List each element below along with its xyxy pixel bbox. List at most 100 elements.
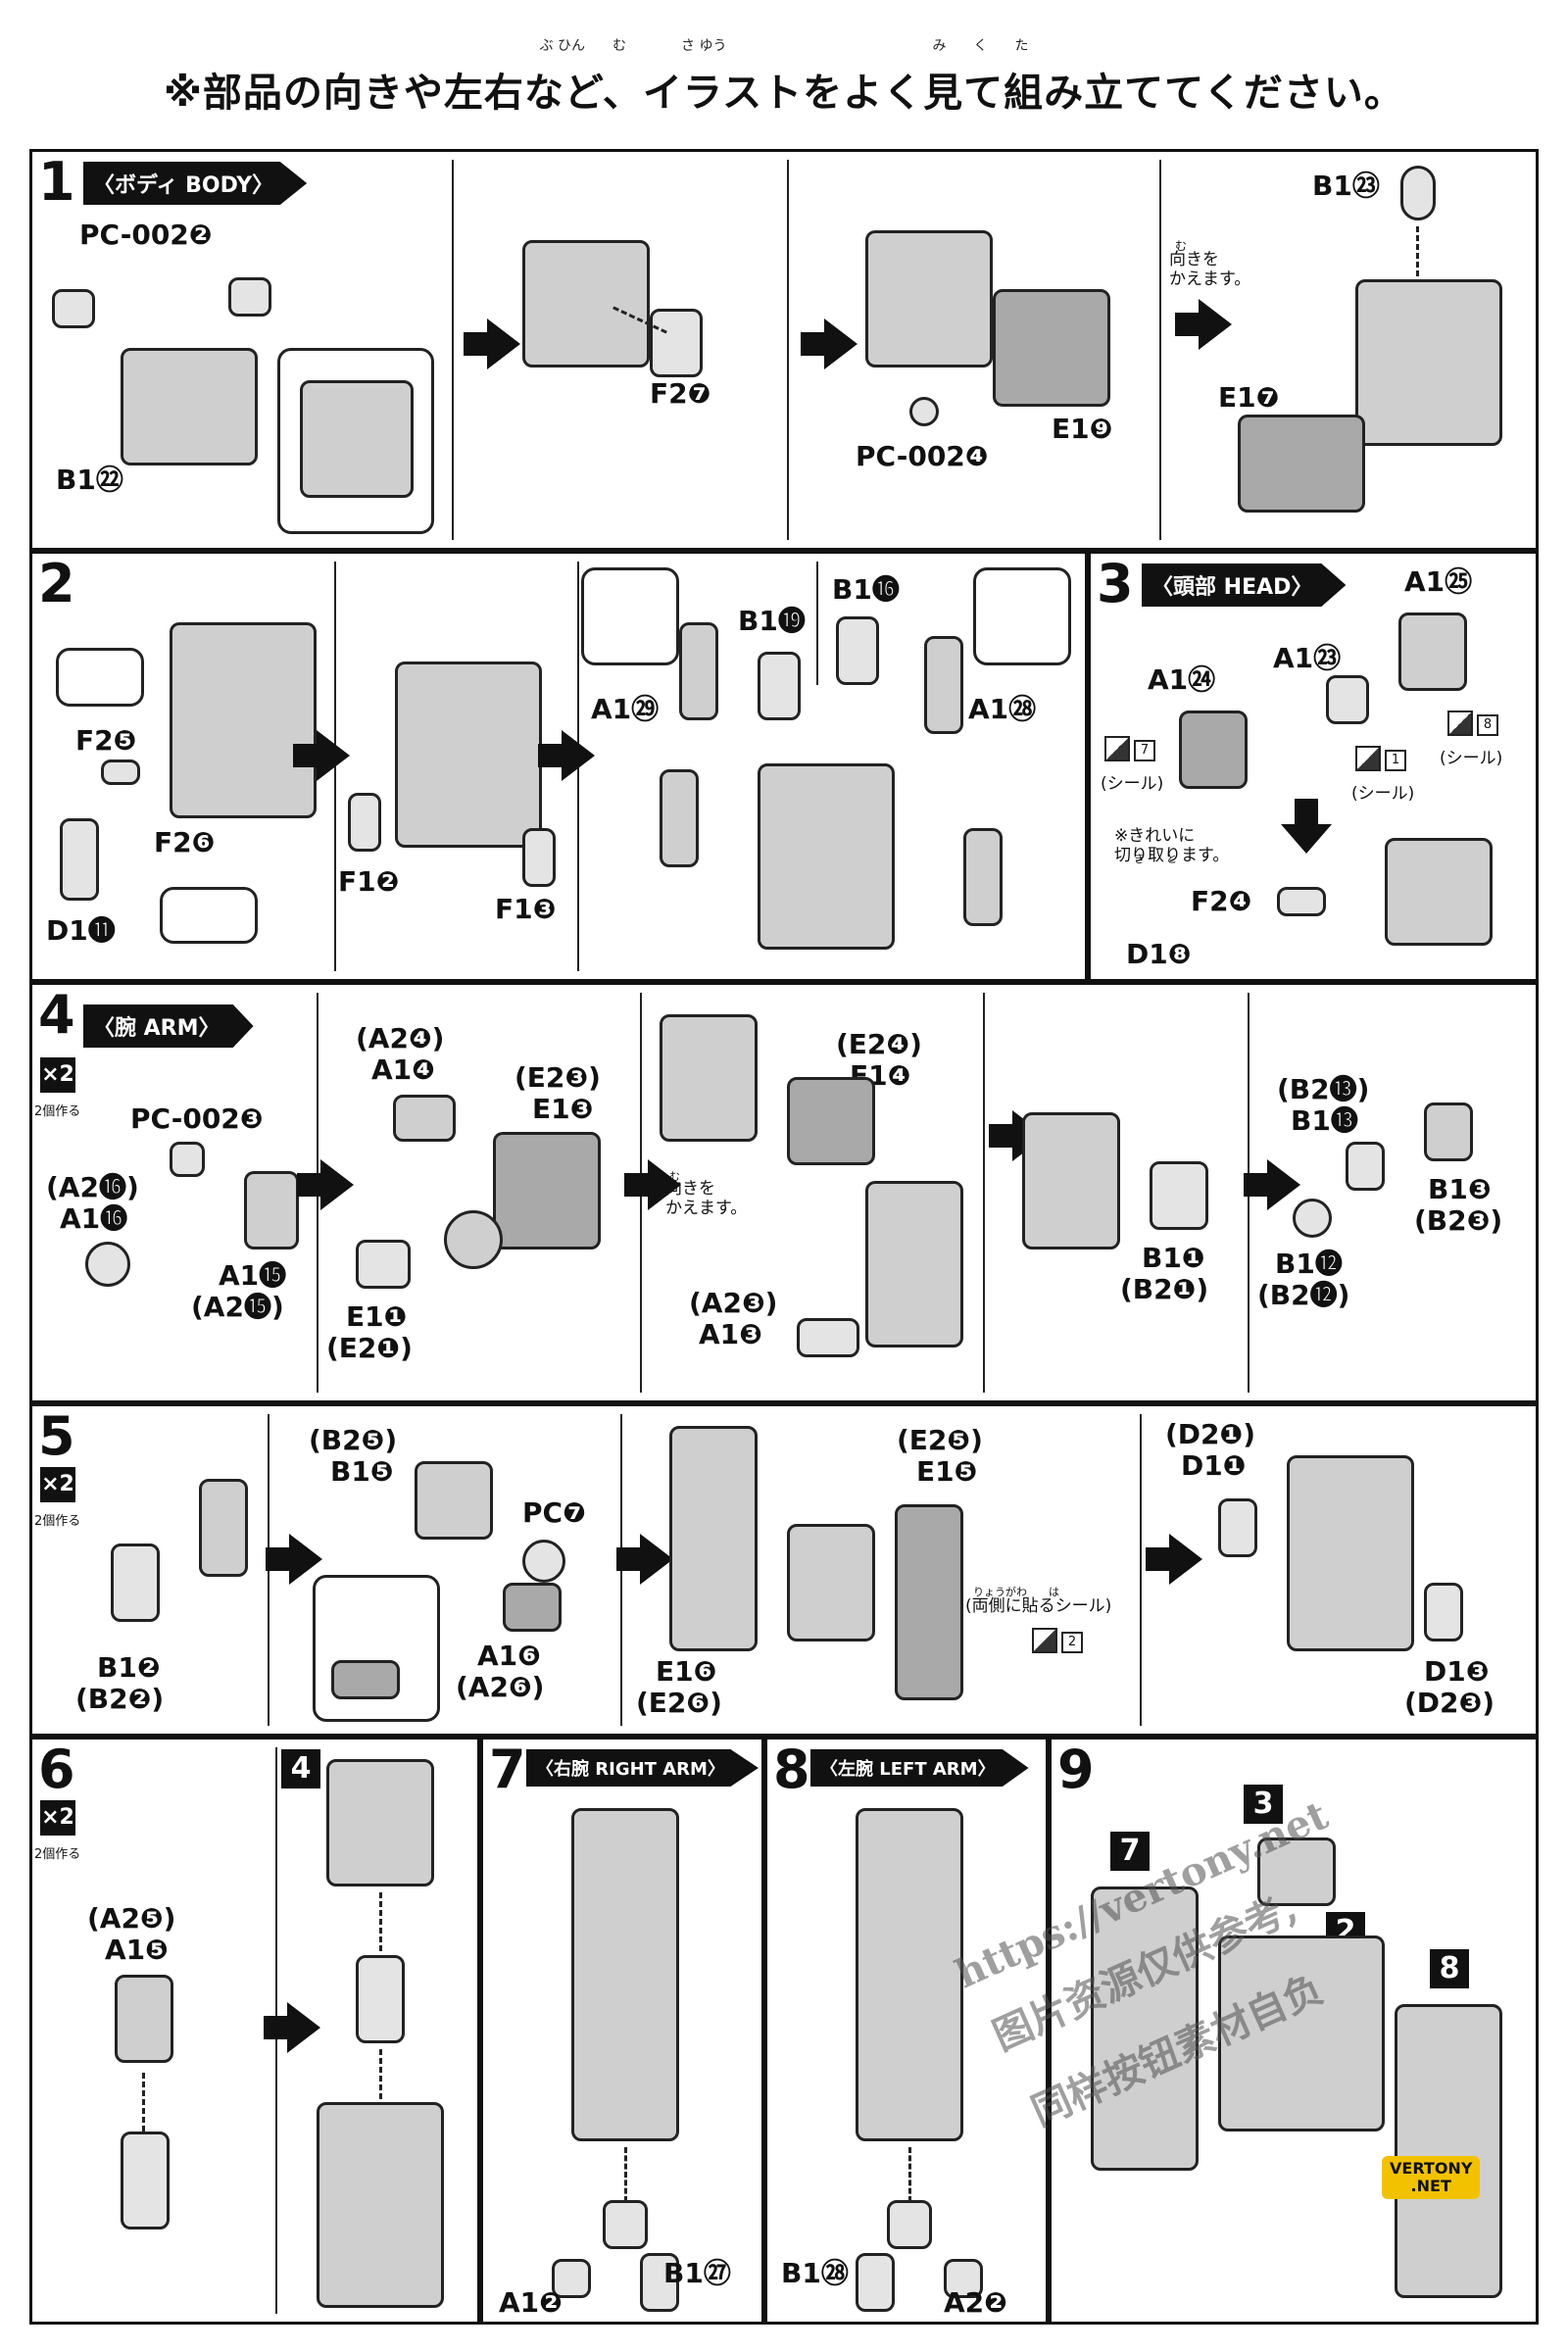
- part-torso-2: [395, 662, 542, 848]
- part-left-arm: [856, 1808, 963, 2141]
- flow-arrow: [1175, 299, 1232, 350]
- part-e1-7: [1238, 415, 1365, 513]
- x2-badge: ×2: [40, 1057, 75, 1093]
- label-b1-27: B1㉗: [663, 2257, 731, 2289]
- detail-inset-a1-28: [973, 567, 1071, 665]
- label-pc002-4: PC-002❹: [856, 440, 989, 472]
- part-arm-upper: [660, 1014, 758, 1142]
- x2-badge: ×2: [40, 1800, 75, 1836]
- label-e1-6: E1❻: [656, 1655, 717, 1688]
- flow-arrow: [624, 1159, 681, 1210]
- seal-7-caption: (シール): [1101, 774, 1164, 794]
- part-pc-right: [228, 277, 271, 317]
- label-a1-15: A1⓯: [219, 1259, 287, 1292]
- flow-arrow: [616, 1534, 673, 1585]
- label-pc-7: PC❼: [522, 1496, 586, 1529]
- flow-arrow: [266, 1534, 322, 1585]
- part-right-arm: [571, 1808, 679, 2141]
- seal-1-caption: (シール): [1351, 784, 1415, 804]
- seal-8: 8: [1447, 710, 1498, 736]
- detail-inset-a1-29: [581, 567, 679, 665]
- label-d1-3: D1❸: [1424, 1655, 1490, 1688]
- seal-2: 2: [1032, 1628, 1083, 1653]
- part-left-arm-final: [1395, 2004, 1502, 2298]
- label-a1-6: A1❻: [477, 1640, 541, 1672]
- detail-inset-f2-5: [56, 648, 144, 707]
- part-pc002-4: [909, 397, 939, 426]
- label-a1-3: A1❸: [699, 1318, 762, 1350]
- label-b1-12: B1⓬: [1275, 1248, 1343, 1280]
- label-f1-2: F1❷: [338, 865, 400, 898]
- part-b1-23: [1400, 166, 1436, 220]
- watermark-logo: VERTONY .NET: [1382, 2156, 1481, 2199]
- flow-arrow-down: [1281, 799, 1332, 854]
- step3-number: 3: [1097, 553, 1134, 614]
- step-ref-8: 8: [1430, 1949, 1469, 1988]
- label-a1-5: A1❺: [105, 1934, 169, 1966]
- step7-tag: みぎうで 〈右腕 RIGHT ARM〉: [526, 1749, 759, 1787]
- rotate-note-4: 向きを かえます。: [665, 1179, 748, 1218]
- part-body-mid: [865, 230, 993, 368]
- step2-panel: 2 F2❺ F2❻ D1⓫ F1❷ F1❸ B1⓳ A1㉙ B1⓰ A1㉘: [29, 551, 1088, 982]
- step1-number: 1: [38, 151, 75, 213]
- label-e1-5: E1❺: [916, 1455, 978, 1488]
- step9-panel: 9 7 3 2 8: [1049, 1737, 1539, 2325]
- label-pc002-2: PC-002❷: [79, 219, 213, 251]
- flow-arrow: [264, 2002, 320, 2053]
- label-f1-3: F1❸: [495, 893, 557, 925]
- label-a1-24: A1㉔: [1148, 663, 1216, 696]
- part-arm-lower: [865, 1181, 963, 1348]
- detail-inset: [277, 348, 434, 534]
- label-f2-4: F2❹: [1191, 885, 1252, 917]
- label-e2-1: (E2❶): [326, 1332, 413, 1364]
- part-forearm-ref: [317, 2102, 444, 2308]
- label-f2-6: F2❻: [154, 826, 216, 858]
- step7-number: 7: [489, 1739, 526, 1800]
- header-ruby: ぶ ひん む さ ゆう み く た: [539, 38, 1029, 54]
- step8-number: 8: [773, 1739, 810, 1800]
- step1-tag: 〈ボディ BODY〉: [83, 162, 308, 205]
- x2-caption: 2個作る: [34, 1847, 81, 1862]
- step7-panel: 7 みぎうで 〈右腕 RIGHT ARM〉 B1㉗ A1❷: [480, 1737, 764, 2325]
- label-e1-7: E1❼: [1218, 381, 1280, 414]
- label-a1-23: A1㉓: [1273, 642, 1342, 674]
- step6-panel: 6 ×2 2個作る (A2❺) A1❺ 4: [29, 1737, 480, 2325]
- label-e1-1: E1❶: [346, 1300, 408, 1333]
- step4-number: 4: [38, 984, 75, 1046]
- label-a1-25: A1㉕: [1404, 565, 1473, 598]
- flow-arrow: [1244, 1159, 1300, 1210]
- label-d2-3: (D2❸): [1404, 1687, 1495, 1719]
- label-b1-2: B1❷: [97, 1651, 161, 1684]
- flow-arrow: [538, 730, 595, 781]
- label-d1-11: D1⓫: [46, 914, 116, 947]
- flow-arrow: [464, 318, 520, 369]
- part-torso: [170, 622, 317, 818]
- label-b1-19: B1⓳: [738, 605, 806, 637]
- label-a2-16: (A2⓰): [46, 1171, 139, 1203]
- step4-panel: 4 うで 〈腕 ARM〉 ×2 2個作る PC-002❸ (A2⓰) A1⓰ A…: [29, 982, 1539, 1403]
- step3-panel: 3 とう ぶ 〈頭部 HEAD〉 A1㉕ A1㉓ A1㉔ 7 (シール) 1 (…: [1088, 551, 1539, 982]
- label-e1-9: E1❾: [1052, 413, 1113, 445]
- label-d2-1: (D2❶): [1165, 1418, 1256, 1450]
- label-b2-5: (B2❺): [309, 1424, 398, 1456]
- label-e2-3: (E2❸): [514, 1061, 601, 1094]
- label-b2-1: (B2❶): [1120, 1273, 1209, 1305]
- part-head: [1385, 838, 1493, 946]
- step9-number: 9: [1057, 1739, 1095, 1800]
- part-body-final: [1355, 279, 1502, 446]
- label-e1-3: E1❸: [532, 1093, 594, 1125]
- x2-caption: 2個作る: [34, 1104, 81, 1119]
- label-d1-1: D1❶: [1181, 1449, 1247, 1482]
- flow-arrow: [1146, 1534, 1202, 1585]
- step1-panel: 1 〈ボディ BODY〉 PC-002❷ B1㉒ F2❼ PC-002❹ E1❾…: [29, 149, 1539, 551]
- seal-8-caption: (シール): [1440, 749, 1503, 768]
- label-b1-16: B1⓰: [832, 573, 900, 606]
- label-b1-28: B1㉘: [781, 2257, 849, 2289]
- rotate-note-ruby: む: [1175, 239, 1188, 253]
- seal-1: 1: [1355, 746, 1406, 771]
- label-b1-1: B1❶: [1142, 1242, 1205, 1274]
- detail-inset-5: [313, 1575, 440, 1722]
- part-arm-combined: [1022, 1112, 1120, 1250]
- step-ref-4: 4: [281, 1749, 320, 1788]
- part-body-final-asm: [1218, 1936, 1385, 2132]
